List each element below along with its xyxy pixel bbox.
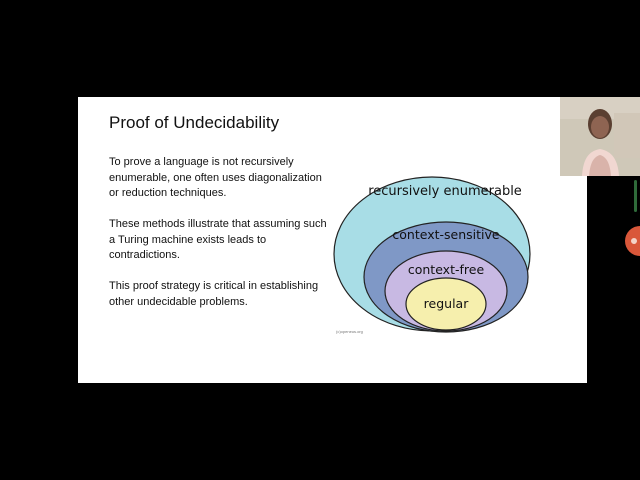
label-context-free: context-free [408,262,485,277]
label-regular: regular [424,296,470,311]
chomsky-hierarchy-diagram: recursively enumerable context-sensitive… [78,97,587,383]
floating-action-icon[interactable] [625,226,640,256]
diagram-credit: (c)openeus.org [336,329,363,334]
label-context-sensitive: context-sensitive [392,227,500,242]
scrollbar-handle[interactable] [634,180,637,212]
label-recursively-enumerable: recursively enumerable [368,184,522,199]
person-icon [560,97,640,176]
presentation-slide: Proof of Undecidability To prove a langu… [78,97,587,383]
floating-action-dot [631,238,637,244]
webcam-thumbnail[interactable] [560,97,640,176]
